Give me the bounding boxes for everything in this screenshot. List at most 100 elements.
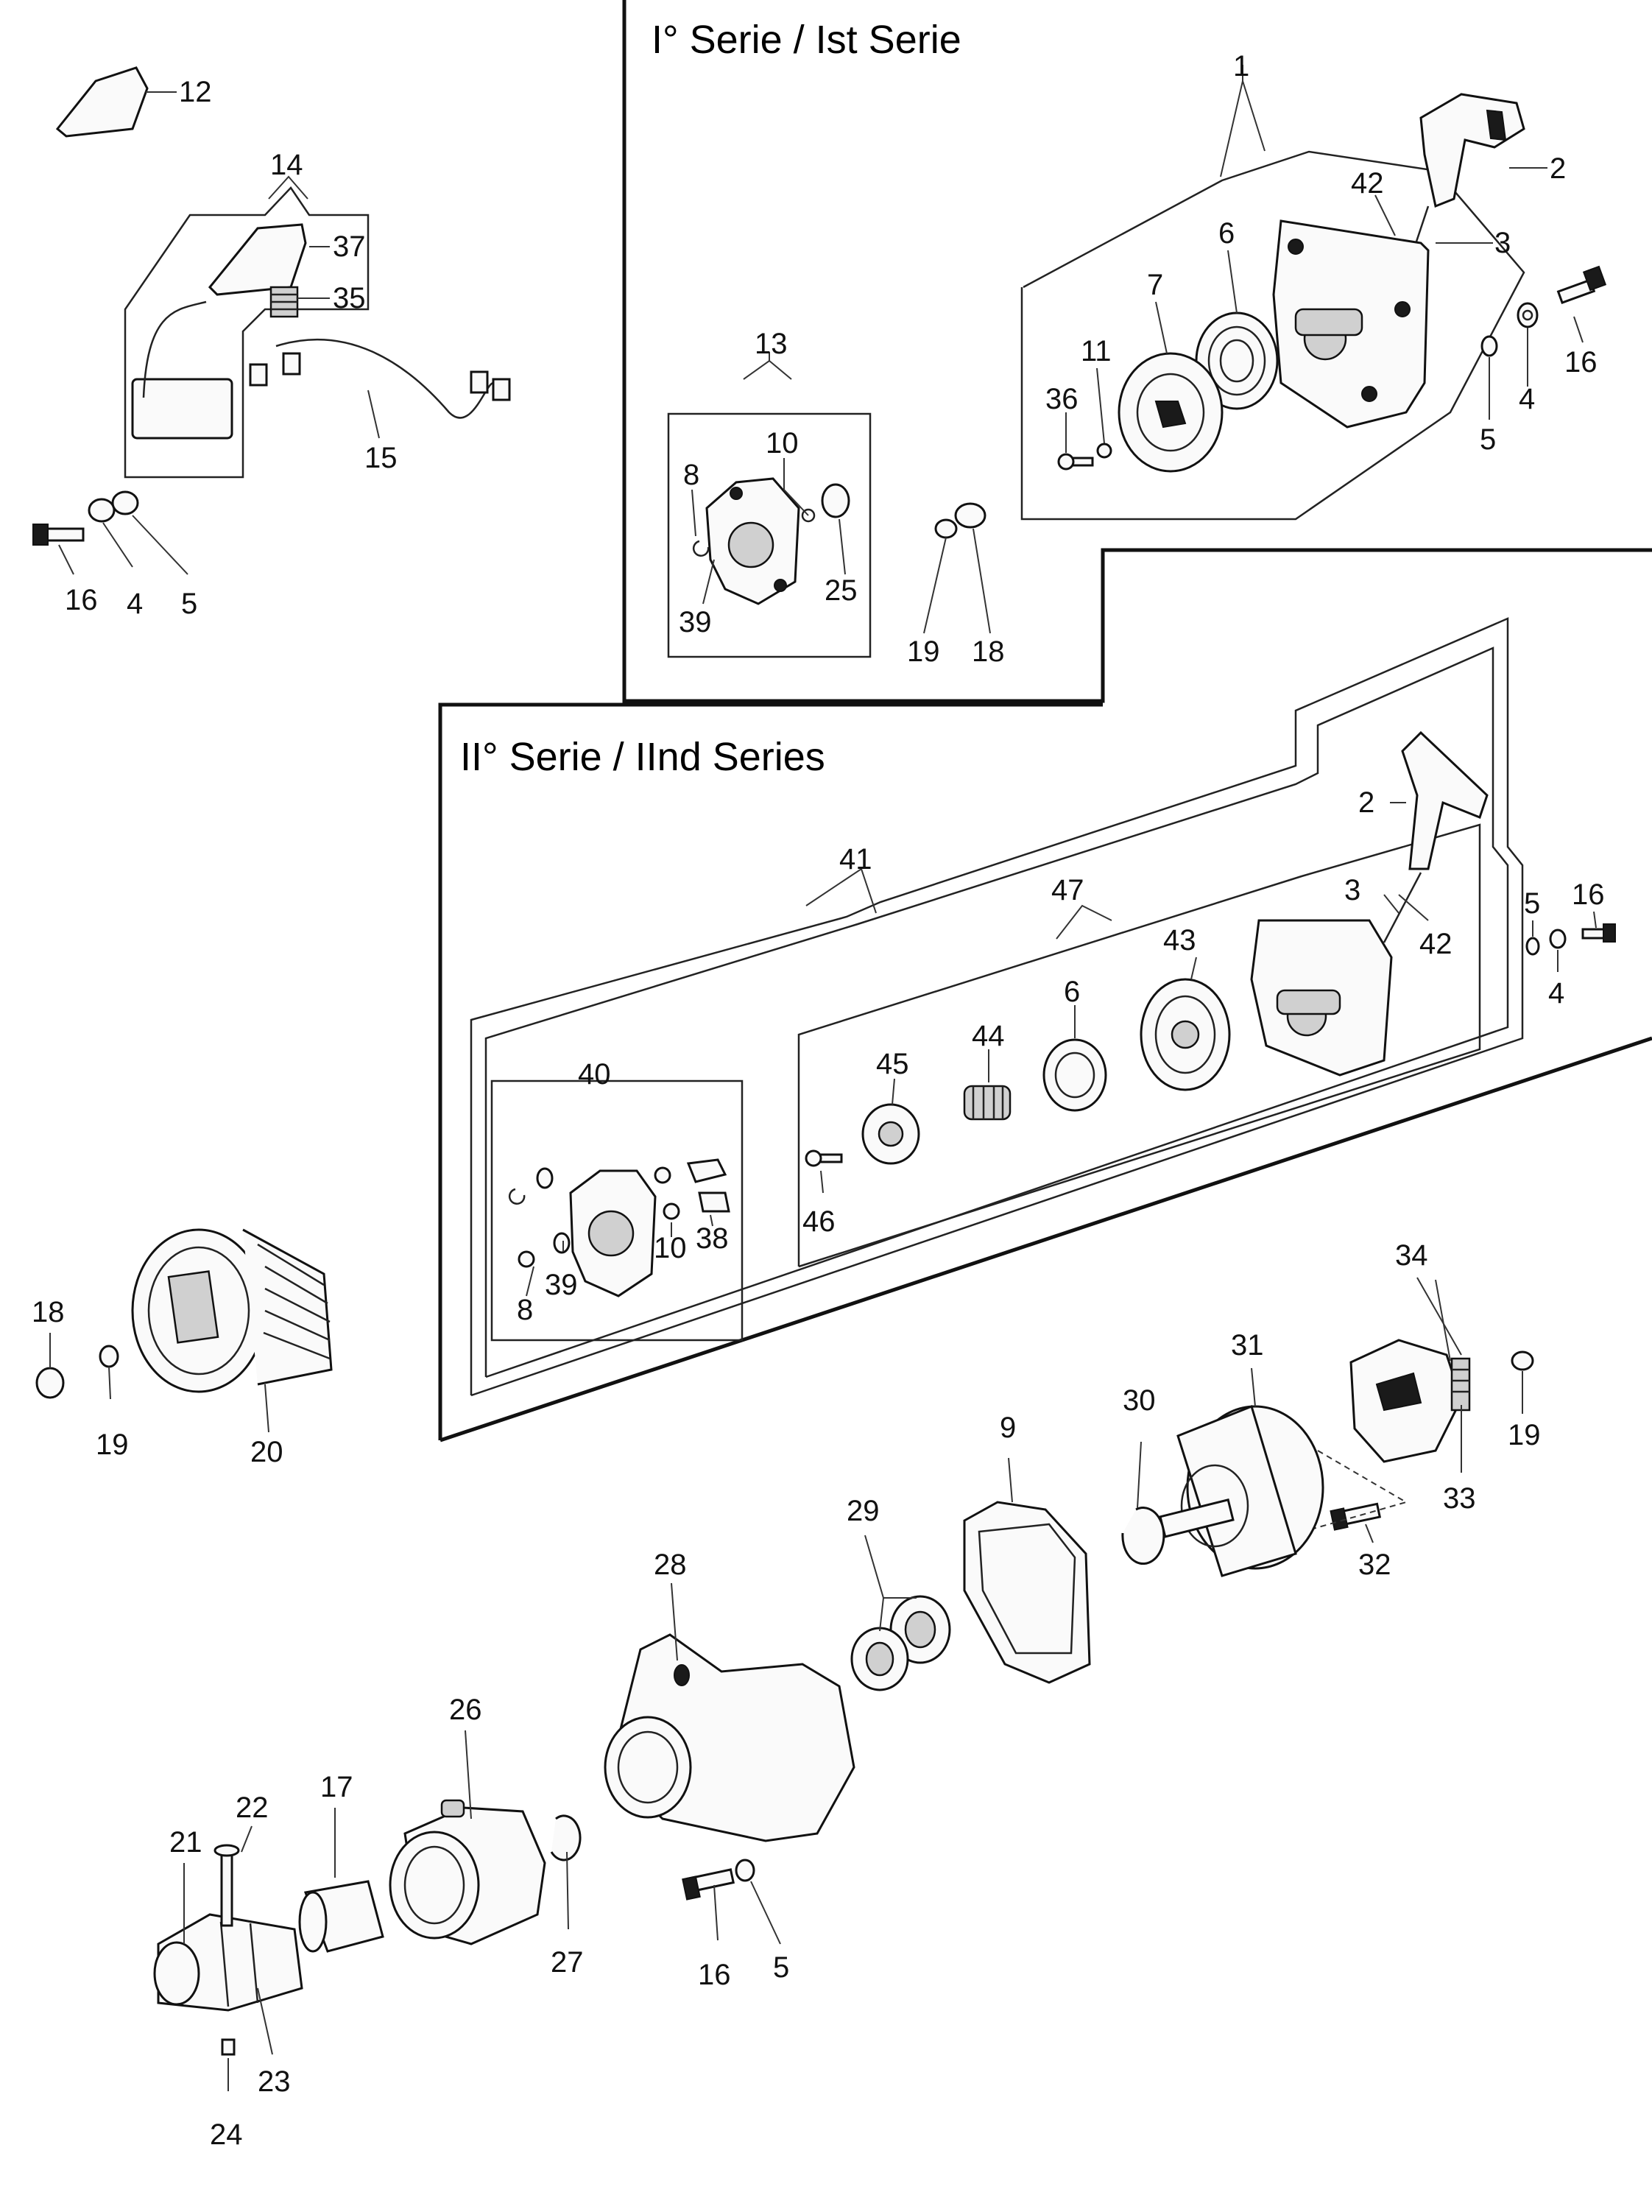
washer-4a [1517, 302, 1539, 328]
gearbox-housing-28 [604, 1633, 855, 1842]
label-24: 24 [210, 2118, 243, 2151]
label-27: 27 [551, 1946, 584, 1979]
label-12: 12 [179, 76, 212, 108]
label-16a: 16 [1564, 346, 1598, 378]
label-18b: 18 [32, 1296, 65, 1328]
label-38: 38 [696, 1222, 729, 1255]
label-8b: 8 [517, 1294, 533, 1326]
washer-19c [1511, 1350, 1534, 1371]
clutch-34 [1349, 1339, 1463, 1463]
label-42a: 42 [1351, 167, 1384, 200]
label-28: 28 [654, 1549, 687, 1581]
label-35: 35 [333, 282, 366, 314]
screw-16a [1556, 265, 1607, 304]
label-13: 13 [755, 328, 788, 360]
label-14: 14 [270, 149, 303, 181]
cover-9 [963, 1501, 1091, 1684]
ignition-coil-14 [131, 223, 307, 440]
label-22: 22 [236, 1792, 269, 1824]
pawl-carrier-1 [705, 477, 800, 605]
group-1-bracket [1220, 78, 1266, 177]
starter-housing-1 [1272, 219, 1430, 429]
spring-44 [963, 1085, 1012, 1121]
label-3b: 3 [1344, 874, 1360, 906]
label-5c: 5 [1524, 887, 1540, 920]
spring-10b-top [654, 1166, 671, 1184]
starter-housing-2 [1250, 919, 1393, 1077]
washer-19a [934, 518, 958, 539]
label-10b: 10 [654, 1232, 687, 1264]
spring-35 [269, 286, 299, 318]
screw-16d [682, 1868, 735, 1901]
series2-frame-bottom [440, 1036, 1652, 1443]
label-31: 31 [1231, 1329, 1264, 1362]
label-2a: 2 [1550, 152, 1566, 185]
washer-4b [88, 498, 116, 523]
group-14-outline [124, 186, 370, 479]
screw-36 [1057, 453, 1094, 471]
label-19c: 19 [1508, 1419, 1541, 1451]
group-13-outline [667, 412, 872, 658]
washer-5b [111, 490, 139, 515]
pawl-38 [686, 1158, 730, 1213]
label-37: 37 [333, 230, 366, 263]
bushing-21 [153, 1913, 303, 2012]
series1-frame [622, 0, 1652, 703]
group-1-outline [1020, 150, 1525, 521]
label-39a: 39 [679, 606, 712, 638]
group-41-outline-inner [484, 647, 1509, 1378]
group-41-outline [470, 617, 1524, 1397]
label-41: 41 [839, 843, 872, 876]
spring-10b [663, 1202, 680, 1220]
label-19a: 19 [907, 635, 940, 668]
label-39b: 39 [545, 1269, 578, 1301]
label-47: 47 [1051, 874, 1084, 906]
label-17: 17 [320, 1771, 353, 1803]
hub-45 [861, 1103, 920, 1165]
series1-header: I° Serie / Ist Serie [652, 18, 961, 62]
spring-6b [1042, 1038, 1107, 1112]
group-40-outline [490, 1079, 744, 1342]
clip-8b [518, 1250, 535, 1268]
pulley-1 [1118, 352, 1224, 473]
label-21: 21 [169, 1826, 202, 1859]
screw-32 [1330, 1502, 1382, 1531]
washer-5a [1480, 335, 1498, 357]
starter-handle-2 [1401, 730, 1489, 870]
label-5d: 5 [773, 1951, 789, 1984]
screw-16b [32, 524, 85, 546]
label-30: 30 [1123, 1384, 1156, 1417]
label-34: 34 [1395, 1239, 1428, 1272]
label-6b: 6 [1064, 976, 1080, 1008]
washer-4c [1549, 929, 1567, 949]
label-6a: 6 [1218, 217, 1235, 250]
label-1: 1 [1233, 50, 1249, 82]
label-4a: 4 [1519, 383, 1535, 415]
label-19b: 19 [96, 1429, 129, 1461]
label-5a: 5 [1480, 423, 1496, 456]
nut-18a [954, 502, 986, 529]
label-44: 44 [972, 1020, 1005, 1052]
label-33: 33 [1443, 1482, 1476, 1515]
washer-19b [99, 1345, 119, 1368]
series-frames [438, 0, 1652, 1443]
series2-frame [438, 702, 1103, 1440]
screw-25 [801, 483, 850, 523]
label-10a: 10 [766, 427, 799, 459]
label-32: 32 [1358, 1549, 1391, 1581]
clutch-housing-26 [389, 1799, 546, 1945]
label-15: 15 [364, 442, 398, 474]
screw-16c [1581, 923, 1616, 943]
cap-12 [55, 66, 149, 138]
washer-40a [536, 1167, 554, 1189]
label-9: 9 [1000, 1412, 1016, 1444]
nut-18b [35, 1367, 65, 1399]
label-11: 11 [1081, 335, 1112, 367]
label-18a: 18 [972, 635, 1005, 668]
label-23: 23 [258, 2065, 291, 2098]
label-7: 7 [1147, 269, 1163, 301]
pawl-carrier-40 [569, 1169, 657, 1297]
circlip-27 [550, 1814, 582, 1861]
washer-11 [1096, 443, 1112, 459]
